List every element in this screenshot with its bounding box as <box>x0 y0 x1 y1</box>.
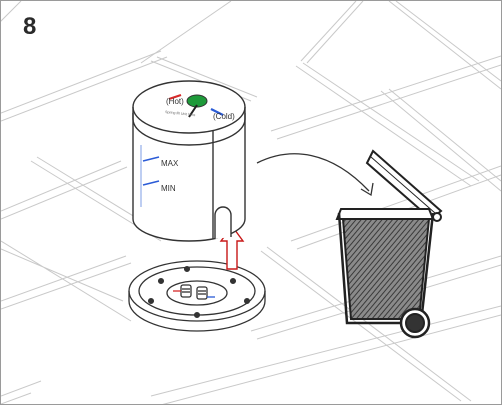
label-min: MIN <box>161 184 176 193</box>
trash-bin-icon <box>337 151 441 337</box>
label-max: MAX <box>161 159 179 168</box>
discard-arrow-icon <box>257 154 373 195</box>
control-unit <box>133 81 245 241</box>
base-plate <box>129 261 265 331</box>
label-cold: (Cold) <box>213 112 235 121</box>
label-hot: (Hot) <box>166 97 184 106</box>
step-number: 8 <box>23 15 36 39</box>
